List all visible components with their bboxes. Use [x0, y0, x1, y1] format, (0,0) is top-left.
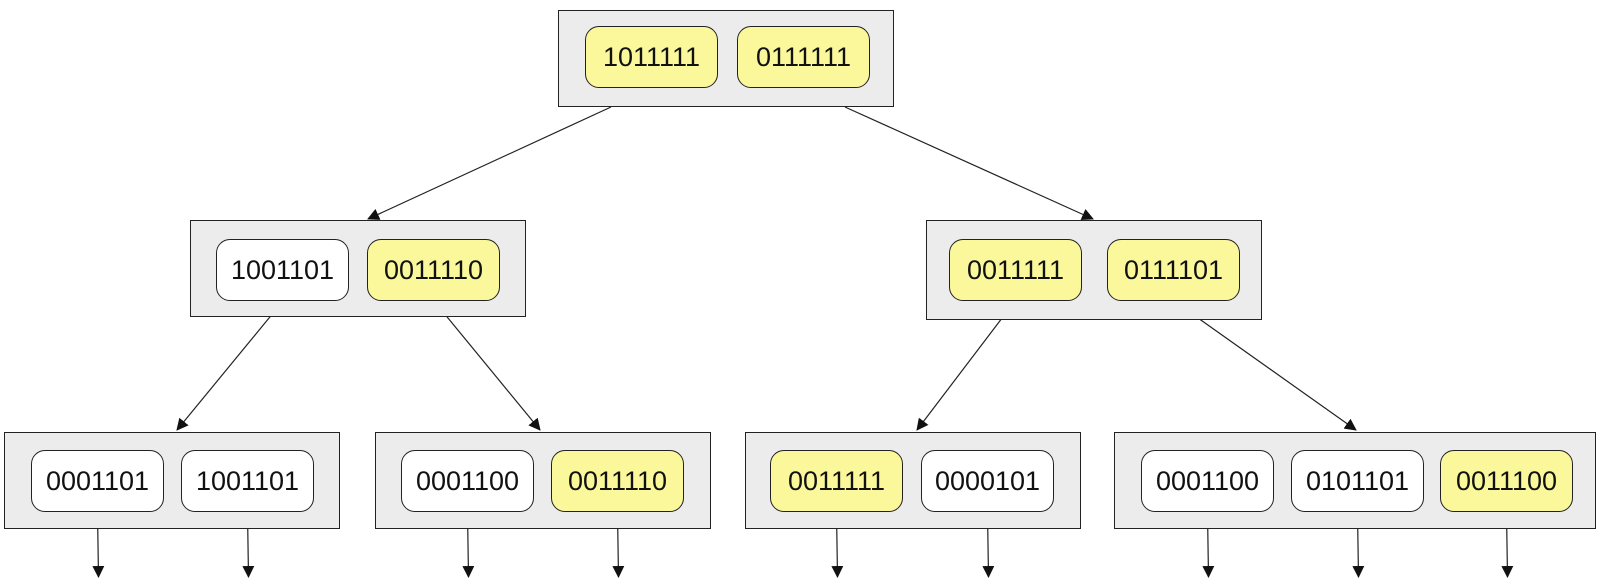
edge-right-key1-to-leaf3 [1173, 300, 1357, 431]
key-leaf-node-0-0: 0001101 [31, 450, 164, 512]
highlighted-key-leaf-node-1-1: 0011110 [551, 450, 684, 512]
highlighted-key-internal-node-0-1: 0011110 [367, 239, 500, 301]
edge-right-key0-to-leaf2 [916, 300, 1016, 431]
edge-left-key0-to-leaf0 [176, 300, 284, 431]
key-leaf-node-3-1: 0101101 [1291, 450, 1424, 512]
highlighted-key-leaf-node-3-2: 0011100 [1440, 450, 1573, 512]
edge-root-to-right [844, 106, 1094, 220]
key-leaf-node-3-0: 0001100 [1141, 450, 1274, 512]
key-leaf-node-1-0: 0001100 [401, 450, 534, 512]
highlighted-key-root-node-1: 0111111 [737, 26, 870, 88]
key-leaf-node-0-1: 1001101 [181, 450, 314, 512]
highlighted-key-internal-node-1-0: 0011111 [949, 239, 1082, 301]
highlighted-key-root-node-0: 1011111 [585, 26, 718, 88]
key-internal-node-0-0: 1001101 [216, 239, 349, 301]
highlighted-key-internal-node-1-1: 0111101 [1107, 239, 1240, 301]
edge-root-to-left [367, 106, 612, 220]
edge-left-key1-to-leaf1 [433, 300, 541, 431]
highlighted-key-leaf-node-2-0: 0011111 [770, 450, 903, 512]
key-leaf-node-2-1: 0000101 [921, 450, 1054, 512]
